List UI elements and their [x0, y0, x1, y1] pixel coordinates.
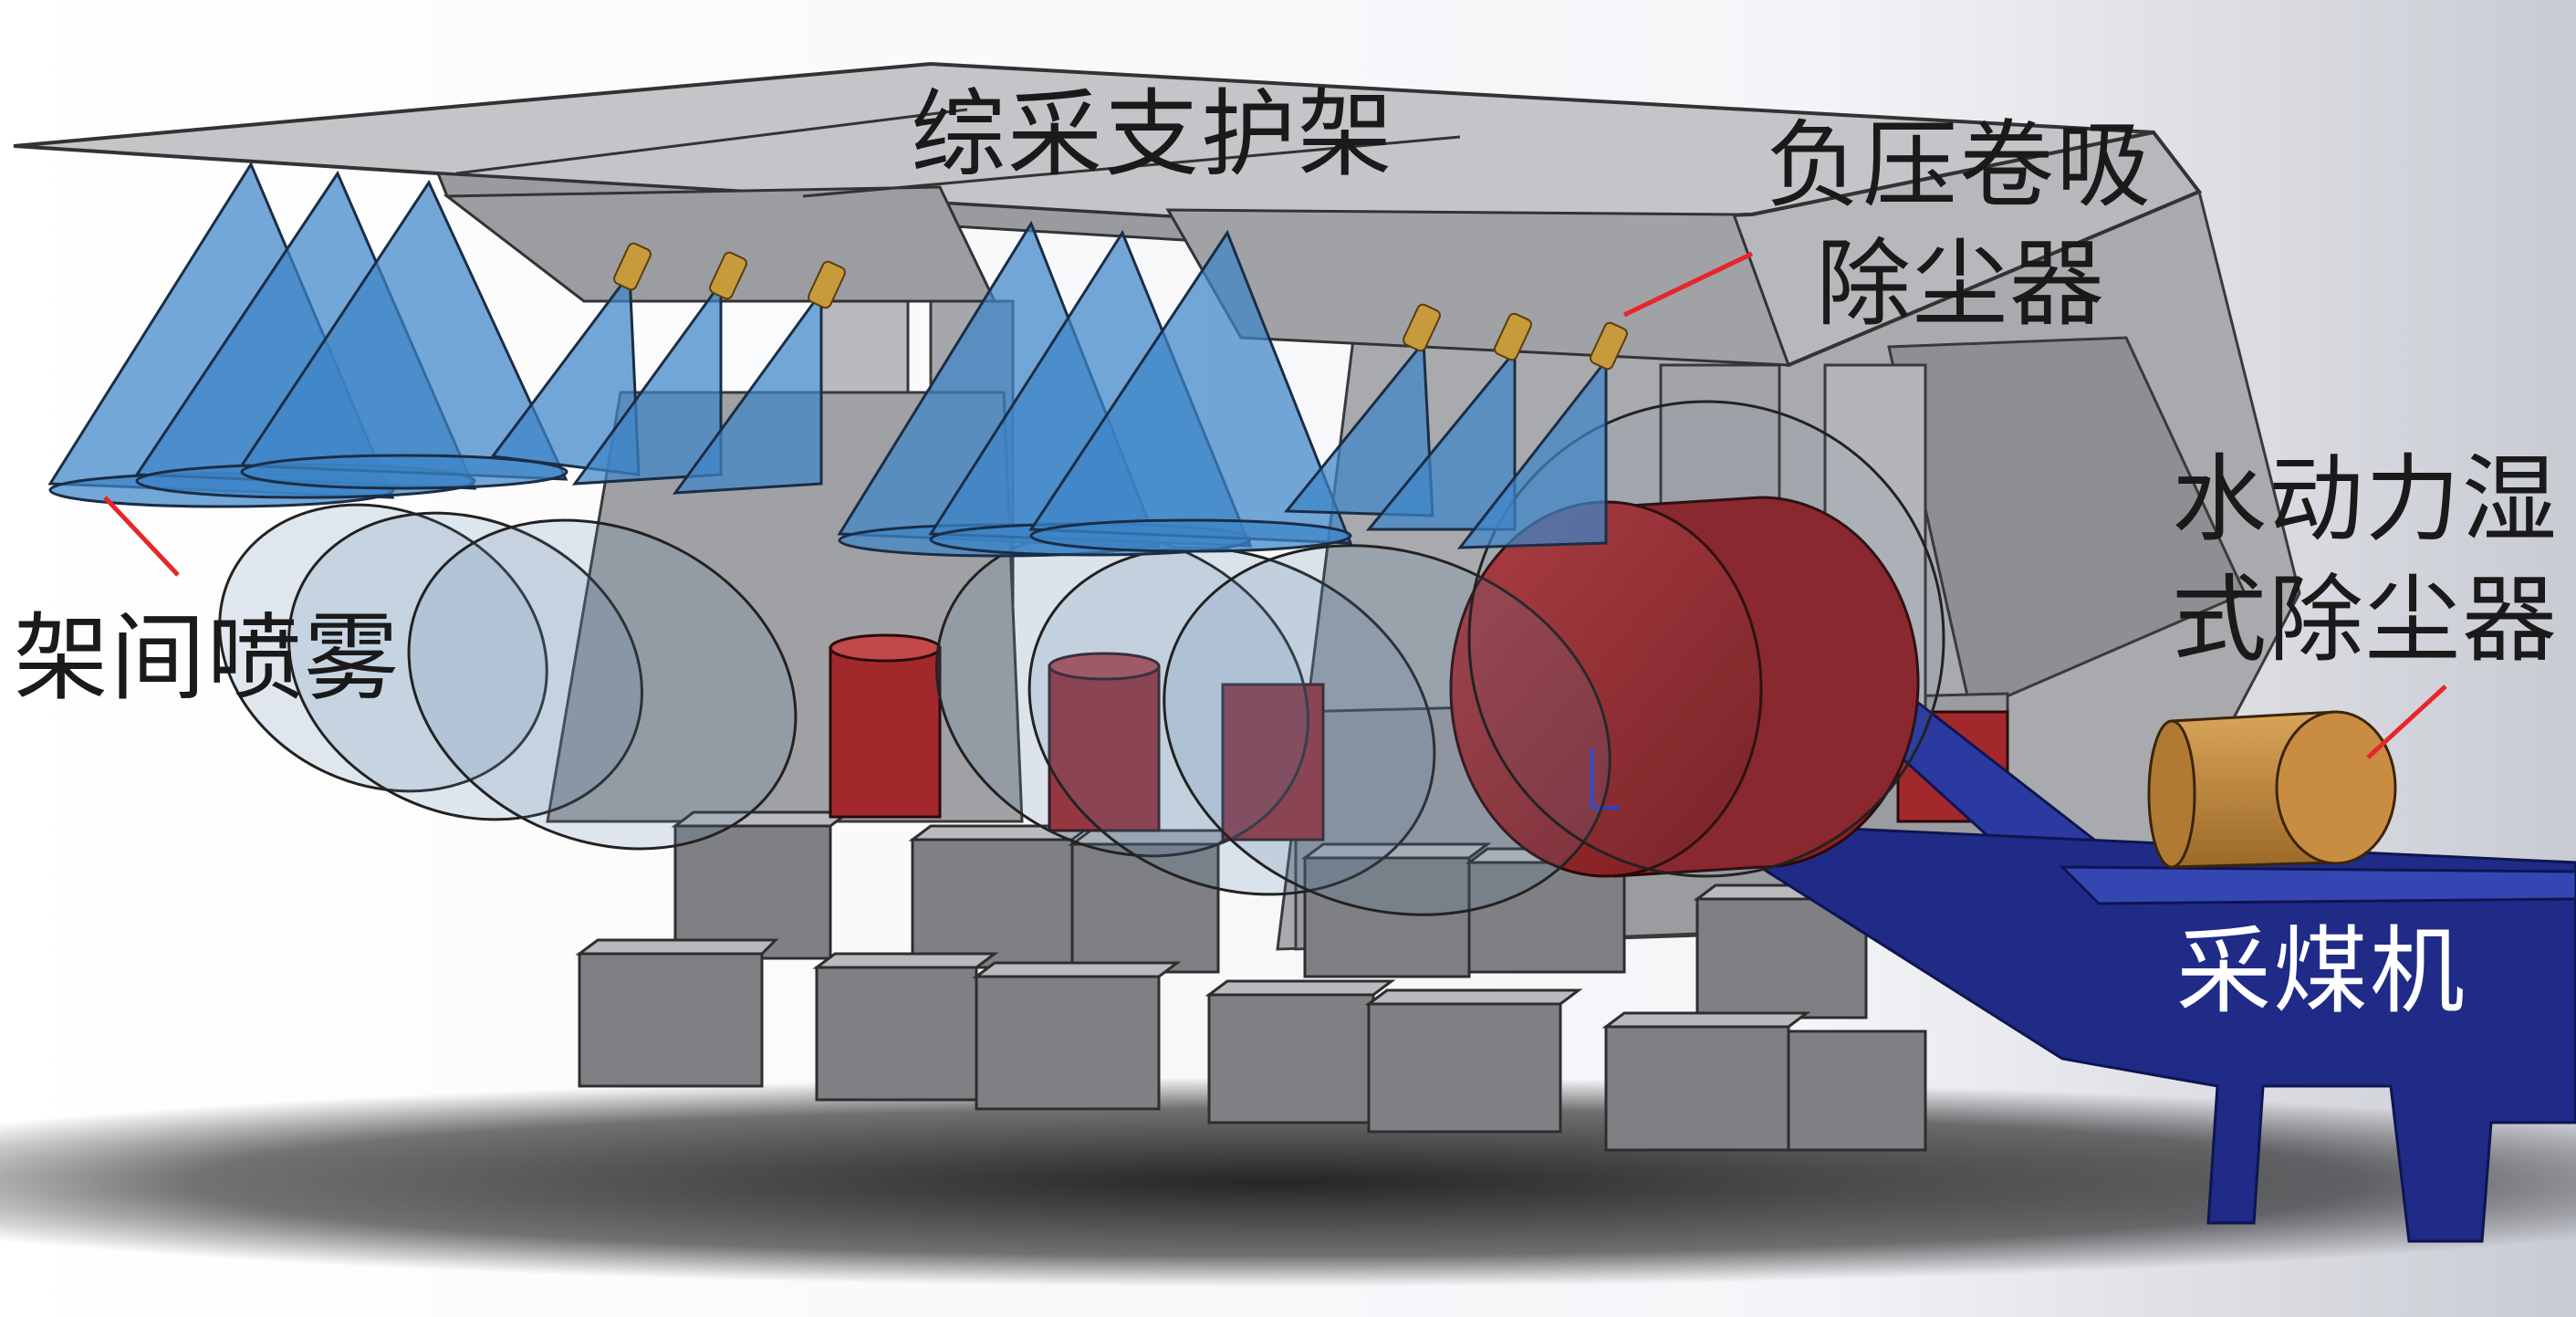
- label-shearer: 采煤机: [2176, 915, 2467, 1027]
- ground-shadow: [0, 1077, 2576, 1287]
- leader-negative-pressure: [1622, 251, 1754, 318]
- leader-spray: [103, 496, 180, 577]
- label-hydro-line2: 式除尘器: [2172, 564, 2560, 675]
- base-blocks: [575, 810, 1927, 1152]
- label-negative-pressure-line2: 除尘器: [1816, 228, 2107, 340]
- hydro-dust-collector: [2147, 710, 2397, 869]
- spray-cones-left: [47, 161, 823, 508]
- spray-cones-middle: [837, 220, 1608, 558]
- label-hydro-line1: 水动力湿: [2172, 444, 2560, 555]
- red-drum: [1449, 496, 1920, 878]
- support-canopy: [13, 61, 2203, 368]
- label-negative-pressure-line1: 负压卷吸: [1766, 110, 2154, 221]
- label-spray: 架间喷雾: [14, 602, 402, 714]
- label-support-frame: 综采支护架: [911, 78, 1395, 190]
- hydraulic-legs: [829, 633, 2009, 841]
- spray-nozzles: [613, 242, 1628, 371]
- leader-hydro-collector: [2366, 685, 2447, 759]
